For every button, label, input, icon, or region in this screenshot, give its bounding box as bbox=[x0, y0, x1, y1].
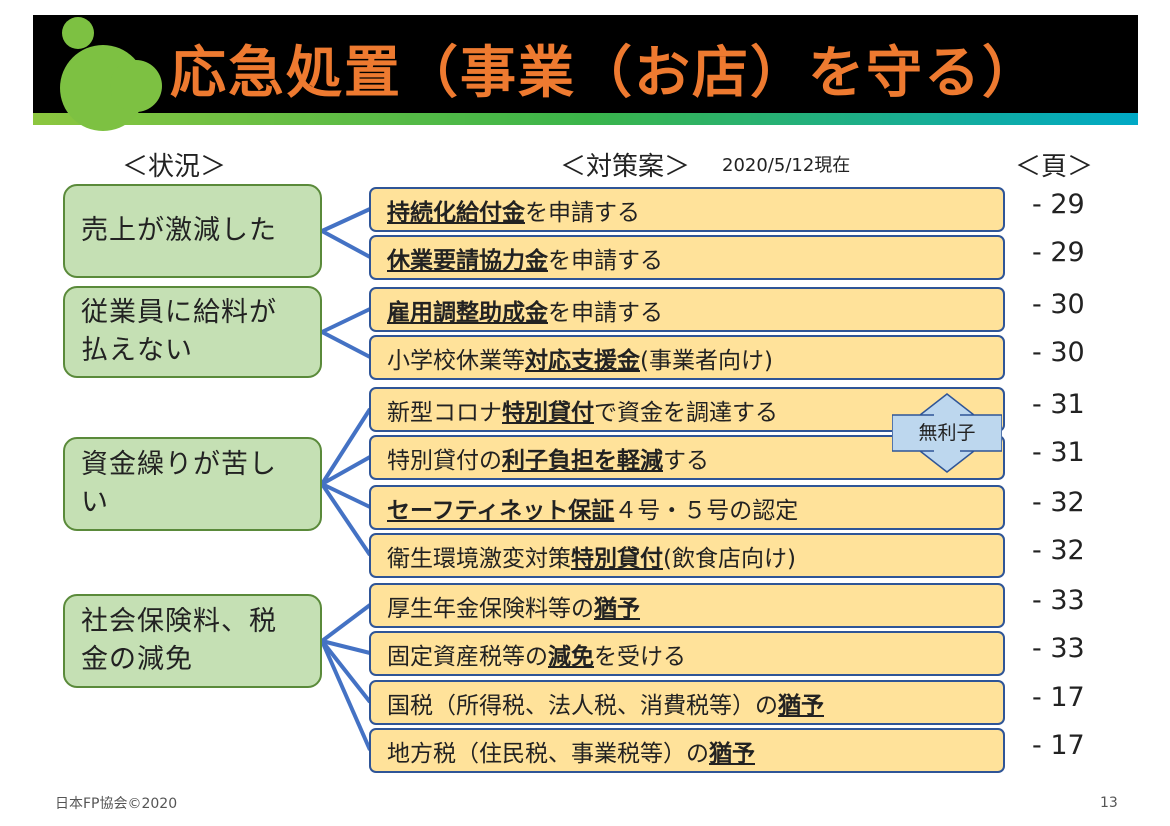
measure-keyword: 雇用調整助成金 bbox=[387, 299, 548, 326]
connector-line bbox=[320, 640, 372, 751]
logo-dot-icon bbox=[62, 17, 94, 49]
measure-row: 休業要請協力金を申請する bbox=[369, 235, 1005, 280]
situation-box: 売上が激減した bbox=[63, 184, 322, 278]
measure-keyword: 猶予 bbox=[594, 595, 640, 622]
header-measures: ＜対策案＞ bbox=[560, 152, 691, 182]
connector-line bbox=[321, 482, 371, 509]
situation-box: 従業員に給料が払えない bbox=[63, 286, 322, 378]
connector-line bbox=[320, 482, 372, 557]
measure-text: 衛生環境激変対策 bbox=[387, 545, 571, 572]
connector-line bbox=[320, 639, 372, 704]
measure-text: ４号・５号の認定 bbox=[614, 497, 799, 524]
logo-bump-icon bbox=[110, 60, 162, 112]
measure-text: 国税（所得税、法人税、消費税等）の bbox=[387, 692, 778, 719]
measure-keyword: 利子負担を軽減 bbox=[502, 447, 663, 474]
measure-row: 衛生環境激変対策特別貸付 (飲食店向け) bbox=[369, 533, 1005, 578]
measure-text: を申請する bbox=[548, 247, 663, 274]
gradient-band bbox=[33, 113, 1138, 125]
connector-line bbox=[320, 407, 372, 486]
measure-keyword: 休業要請協力金 bbox=[387, 247, 548, 274]
double-arrow-icon bbox=[892, 393, 1002, 473]
measure-row: 国税（所得税、法人税、消費税等）の猶予 bbox=[369, 680, 1005, 725]
connector-line bbox=[321, 455, 371, 486]
interest-free-badge: 無利子 bbox=[918, 422, 976, 444]
title-banner bbox=[33, 15, 1138, 125]
measure-keyword: 猶予 bbox=[709, 740, 755, 767]
measure-text: 固定資産税等の bbox=[387, 643, 548, 670]
measure-text: を申請する bbox=[525, 199, 640, 226]
measure-keyword: 特別貸付 bbox=[502, 399, 594, 426]
measure-text: を受ける bbox=[594, 643, 686, 670]
situation-box: 資金繰りが苦しい bbox=[63, 437, 322, 531]
measure-text: 小学校休業等 bbox=[387, 347, 525, 374]
slide-title: 応急処置（事業（お店）を守る） bbox=[170, 41, 1040, 106]
page-reference: - 32 bbox=[1032, 535, 1085, 566]
measure-text: 新型コロナ bbox=[387, 399, 502, 426]
connector-line bbox=[321, 207, 371, 233]
page-reference: - 33 bbox=[1032, 585, 1085, 616]
page-reference: - 29 bbox=[1032, 237, 1085, 268]
page-reference: - 31 bbox=[1032, 437, 1085, 468]
connector-line bbox=[321, 229, 371, 259]
page-reference: - 32 bbox=[1032, 487, 1085, 518]
measure-keyword: 対応支援金 bbox=[525, 347, 640, 374]
measure-text: (事業者向け) bbox=[640, 347, 773, 374]
connector-line bbox=[321, 330, 371, 359]
measure-row: 地方税（住民税、事業税等）の猶予 bbox=[369, 728, 1005, 773]
measure-keyword: 特別貸付 bbox=[571, 545, 663, 572]
measure-keyword: 減免 bbox=[548, 643, 594, 670]
measure-keyword: 猶予 bbox=[778, 692, 824, 719]
measure-text: する bbox=[663, 447, 709, 474]
header-page: ＜頁＞ bbox=[1015, 152, 1094, 182]
situation-box: 社会保険料、税金の減免 bbox=[63, 594, 322, 688]
measure-text: 厚生年金保険料等の bbox=[387, 595, 594, 622]
measure-keyword: セーフティネット保証 bbox=[387, 497, 615, 524]
measure-row: 厚生年金保険料等の猶予 bbox=[369, 583, 1005, 628]
page-reference: - 33 bbox=[1032, 633, 1085, 664]
page-reference: - 17 bbox=[1032, 730, 1085, 761]
measure-text: 地方税（住民税、事業税等）の bbox=[387, 740, 709, 767]
slide-number: 13 bbox=[1100, 795, 1118, 811]
page-reference: - 31 bbox=[1032, 389, 1085, 420]
copyright: 日本FP協会©2020 bbox=[55, 796, 178, 812]
connector-line bbox=[320, 603, 372, 643]
measure-text: (飲食店向け) bbox=[663, 545, 796, 572]
measure-row: 小学校休業等対応支援金(事業者向け) bbox=[369, 335, 1005, 380]
measure-text: を申請する bbox=[548, 299, 663, 326]
connector-line bbox=[321, 639, 371, 655]
page-reference: - 29 bbox=[1032, 189, 1085, 220]
page-reference: - 17 bbox=[1032, 682, 1085, 713]
header-situation: ＜状況＞ bbox=[122, 152, 227, 182]
measure-row: 雇用調整助成金を申請する bbox=[369, 287, 1005, 332]
measure-text: 特別貸付の bbox=[387, 447, 502, 474]
measure-row: 持続化給付金を申請する bbox=[369, 187, 1005, 232]
as-of-date: 2020/5/12現在 bbox=[722, 155, 851, 176]
measure-row: 固定資産税等の減免を受ける bbox=[369, 631, 1005, 676]
page-reference: - 30 bbox=[1032, 289, 1085, 320]
measure-text: で資金を調達する bbox=[594, 399, 778, 426]
page-reference: - 30 bbox=[1032, 337, 1085, 368]
connector-line bbox=[321, 307, 371, 334]
measure-keyword: 持続化給付金 bbox=[387, 199, 525, 226]
